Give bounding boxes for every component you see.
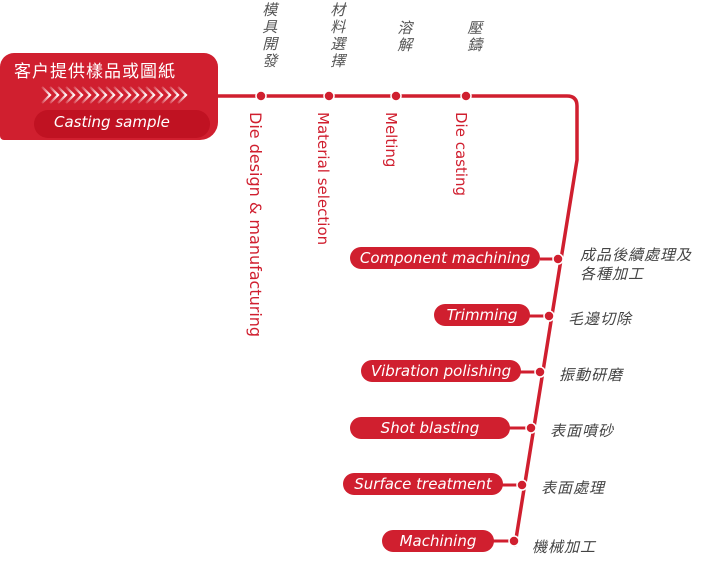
step-surface-treatment-cn: 表面處理: [541, 479, 606, 497]
start-title: 客户提供樣品或圖紙: [14, 62, 176, 82]
start-subtitle: Casting sample: [54, 113, 170, 131]
step-die-design-en: Die design & manufacturing: [246, 112, 265, 338]
step-machining-pill: Machining: [382, 530, 494, 552]
step-trimming-pill: Trimming: [434, 304, 530, 326]
step-material-selection-cn: 材料選擇: [328, 2, 347, 70]
step-component-machining-cn: 成品後續處理及各種加工: [580, 246, 693, 283]
step-material-selection-en: Material selection: [314, 112, 332, 246]
step-shot-blasting-pill: Shot blasting: [350, 417, 510, 439]
node-component-machining: [552, 253, 564, 265]
step-trimming-cn: 毛邊切除: [568, 310, 633, 328]
step-surface-treatment-pill: Surface treatment: [343, 473, 503, 495]
node-material-selection: [323, 90, 335, 102]
start-subtitle-pill: [34, 110, 210, 138]
node-die-design: [255, 90, 267, 102]
step-melting-cn: 溶解: [395, 20, 414, 54]
node-machining: [508, 535, 520, 547]
node-trimming: [543, 310, 555, 322]
main-flow-line: [198, 94, 579, 547]
step-vibration-polishing-pill: Vibration polishing: [361, 360, 521, 382]
node-surface-treatment: [516, 479, 528, 491]
step-component-machining-pill: Component machining: [350, 247, 540, 269]
step-die-casting-en: Die casting: [452, 112, 470, 197]
step-melting-en: Melting: [382, 112, 400, 168]
step-die-design-cn: 模具開發: [260, 2, 279, 70]
node-vibration-polishing: [534, 366, 546, 378]
step-machining-cn: 機械加工: [532, 538, 597, 556]
step-die-casting-cn: 壓鑄: [465, 20, 484, 54]
step-shot-blasting-cn: 表面噴砂: [550, 422, 615, 440]
node-melting: [390, 90, 402, 102]
node-shot-blasting: [525, 422, 537, 434]
node-die-casting: [460, 90, 472, 102]
step-vibration-polishing-cn: 振動研磨: [559, 366, 624, 384]
chevron-arrows-icon: [40, 84, 192, 106]
